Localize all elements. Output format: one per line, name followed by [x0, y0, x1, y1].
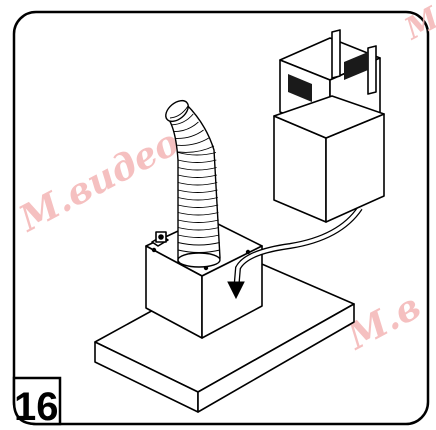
duct-rib — [177, 249, 221, 253]
duct-rib — [177, 212, 219, 216]
chimney-lower-section — [273, 95, 385, 223]
duct-rib — [177, 145, 215, 153]
duct-rib — [169, 105, 189, 119]
duct-rib — [177, 152, 217, 156]
duct-rib — [177, 174, 218, 178]
duct-rib — [176, 137, 210, 146]
vent-grille-left — [288, 74, 312, 102]
duct-ribs — [169, 105, 221, 253]
duct-rib — [177, 219, 219, 223]
duct-rib — [177, 234, 220, 238]
duct-rib — [177, 197, 218, 201]
vent-grille-right — [344, 52, 368, 80]
duct-rib — [177, 242, 220, 246]
duct-rib — [174, 129, 204, 139]
duct-rib — [171, 113, 194, 126]
duct-rib — [177, 189, 218, 193]
duct-rib — [177, 159, 217, 163]
duct-rib — [177, 167, 217, 171]
step-number: 16 — [14, 385, 59, 429]
direction-arrow — [227, 206, 363, 300]
step-number-box: 16 — [12, 376, 62, 429]
duct-rib — [177, 227, 220, 231]
duct-rib — [177, 182, 218, 186]
duct-rib — [173, 121, 199, 133]
duct-rib — [177, 204, 219, 208]
